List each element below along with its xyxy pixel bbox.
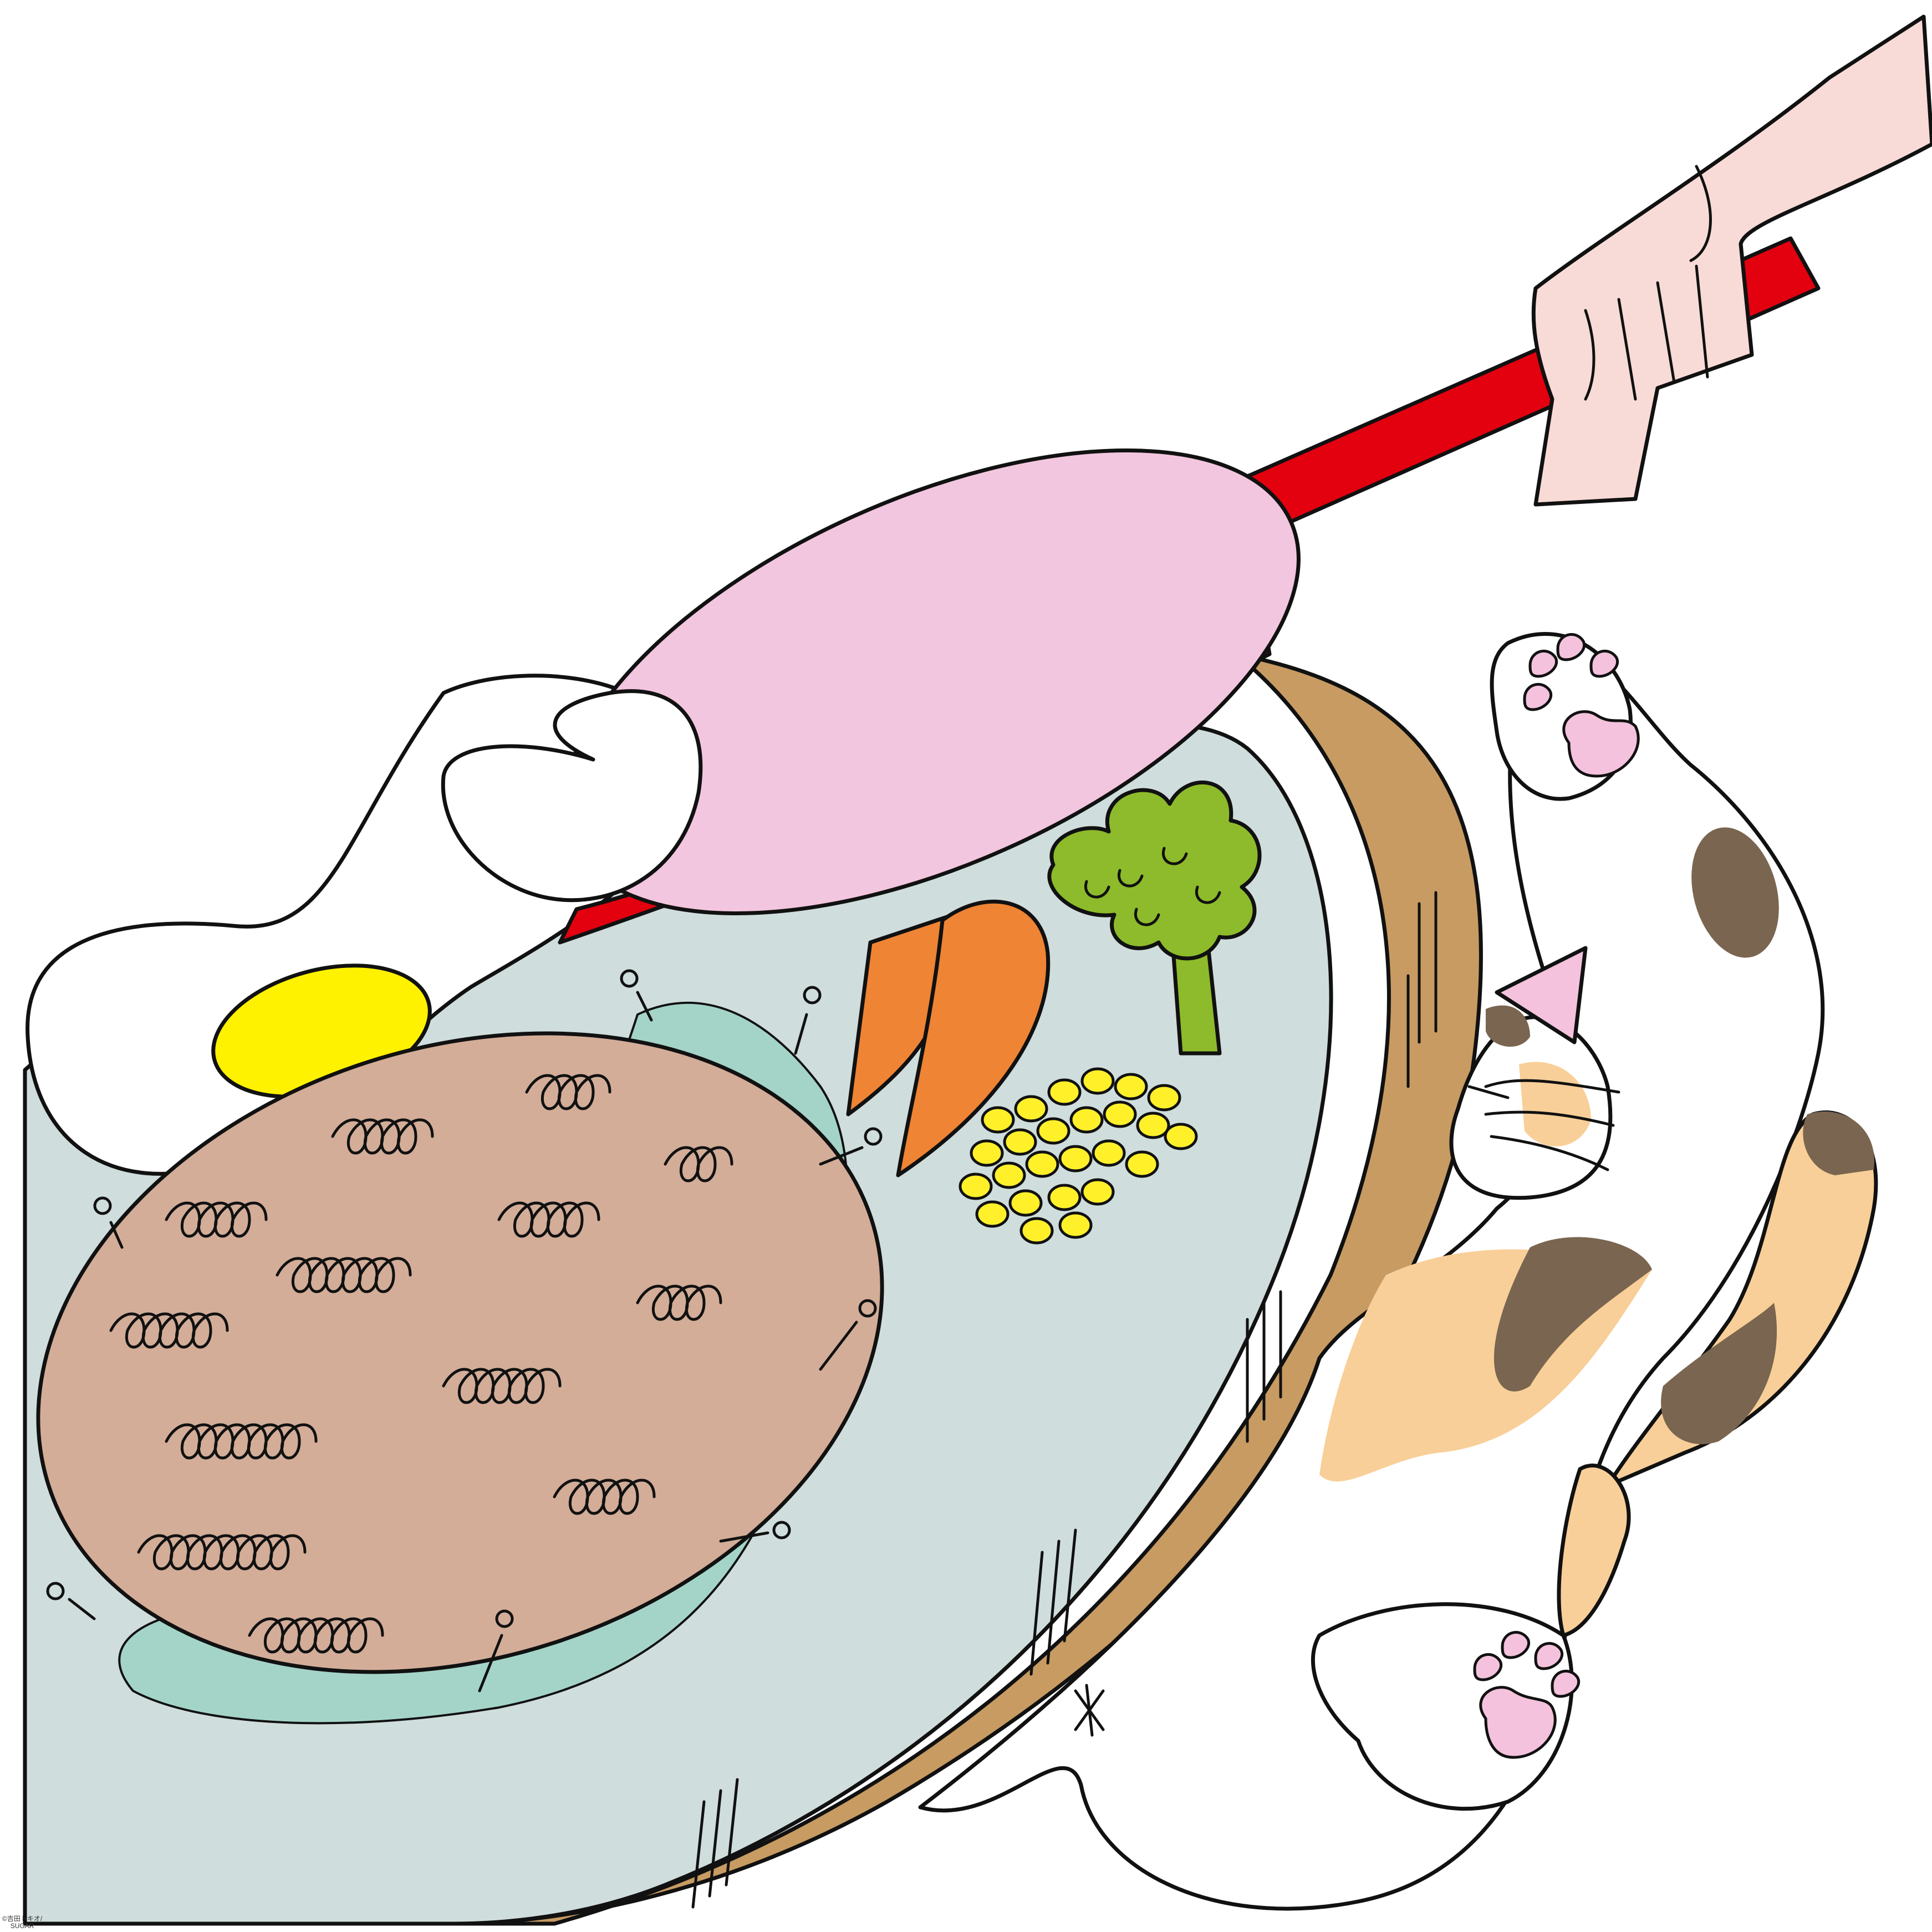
corn-kernels bbox=[959, 1067, 1198, 1245]
hand bbox=[1531, 14, 1932, 507]
table-grain-lines bbox=[691, 891, 1437, 1909]
credit-line-2: SUGAR bbox=[10, 1922, 34, 1930]
cat-dark-patch-side bbox=[1661, 1303, 1777, 1445]
cat-paw-pads-bottom bbox=[1473, 1630, 1581, 1759]
cat-butt-asterisk bbox=[1074, 1684, 1105, 1737]
cat-tail-orange bbox=[1605, 1110, 1878, 1488]
cat-face-orange bbox=[1519, 1062, 1591, 1146]
table-wood bbox=[452, 652, 1483, 1926]
hamburger-patty bbox=[36, 1031, 884, 1674]
pan-lid-white-part bbox=[441, 689, 703, 903]
cat-dark-patch-back bbox=[1493, 1237, 1652, 1391]
hand-finger-lines bbox=[1584, 165, 1712, 401]
sizzle-marks bbox=[46, 969, 883, 1693]
broccoli bbox=[1047, 780, 1262, 1056]
cat-mouth-line bbox=[1467, 1085, 1510, 1099]
artist-credit: ©吉田トキオ/ SUGAR bbox=[2, 1915, 42, 1930]
cat-hind-leg-orange bbox=[1557, 1464, 1631, 1638]
patty-texture-loops bbox=[109, 1074, 733, 1654]
carrot-right bbox=[896, 899, 1051, 1177]
cat-dark-patch-tail bbox=[1803, 1111, 1874, 1175]
cat-dark-patch-shoulder bbox=[1691, 827, 1779, 958]
credit-line-1: ©吉田トキオ/ bbox=[2, 1915, 43, 1923]
cat-ear bbox=[1495, 946, 1588, 1044]
cat-paw-pads-top bbox=[1523, 633, 1640, 778]
cat-ear-dark-patch bbox=[1486, 1005, 1530, 1047]
cat-whiskers bbox=[1484, 1079, 1620, 1171]
